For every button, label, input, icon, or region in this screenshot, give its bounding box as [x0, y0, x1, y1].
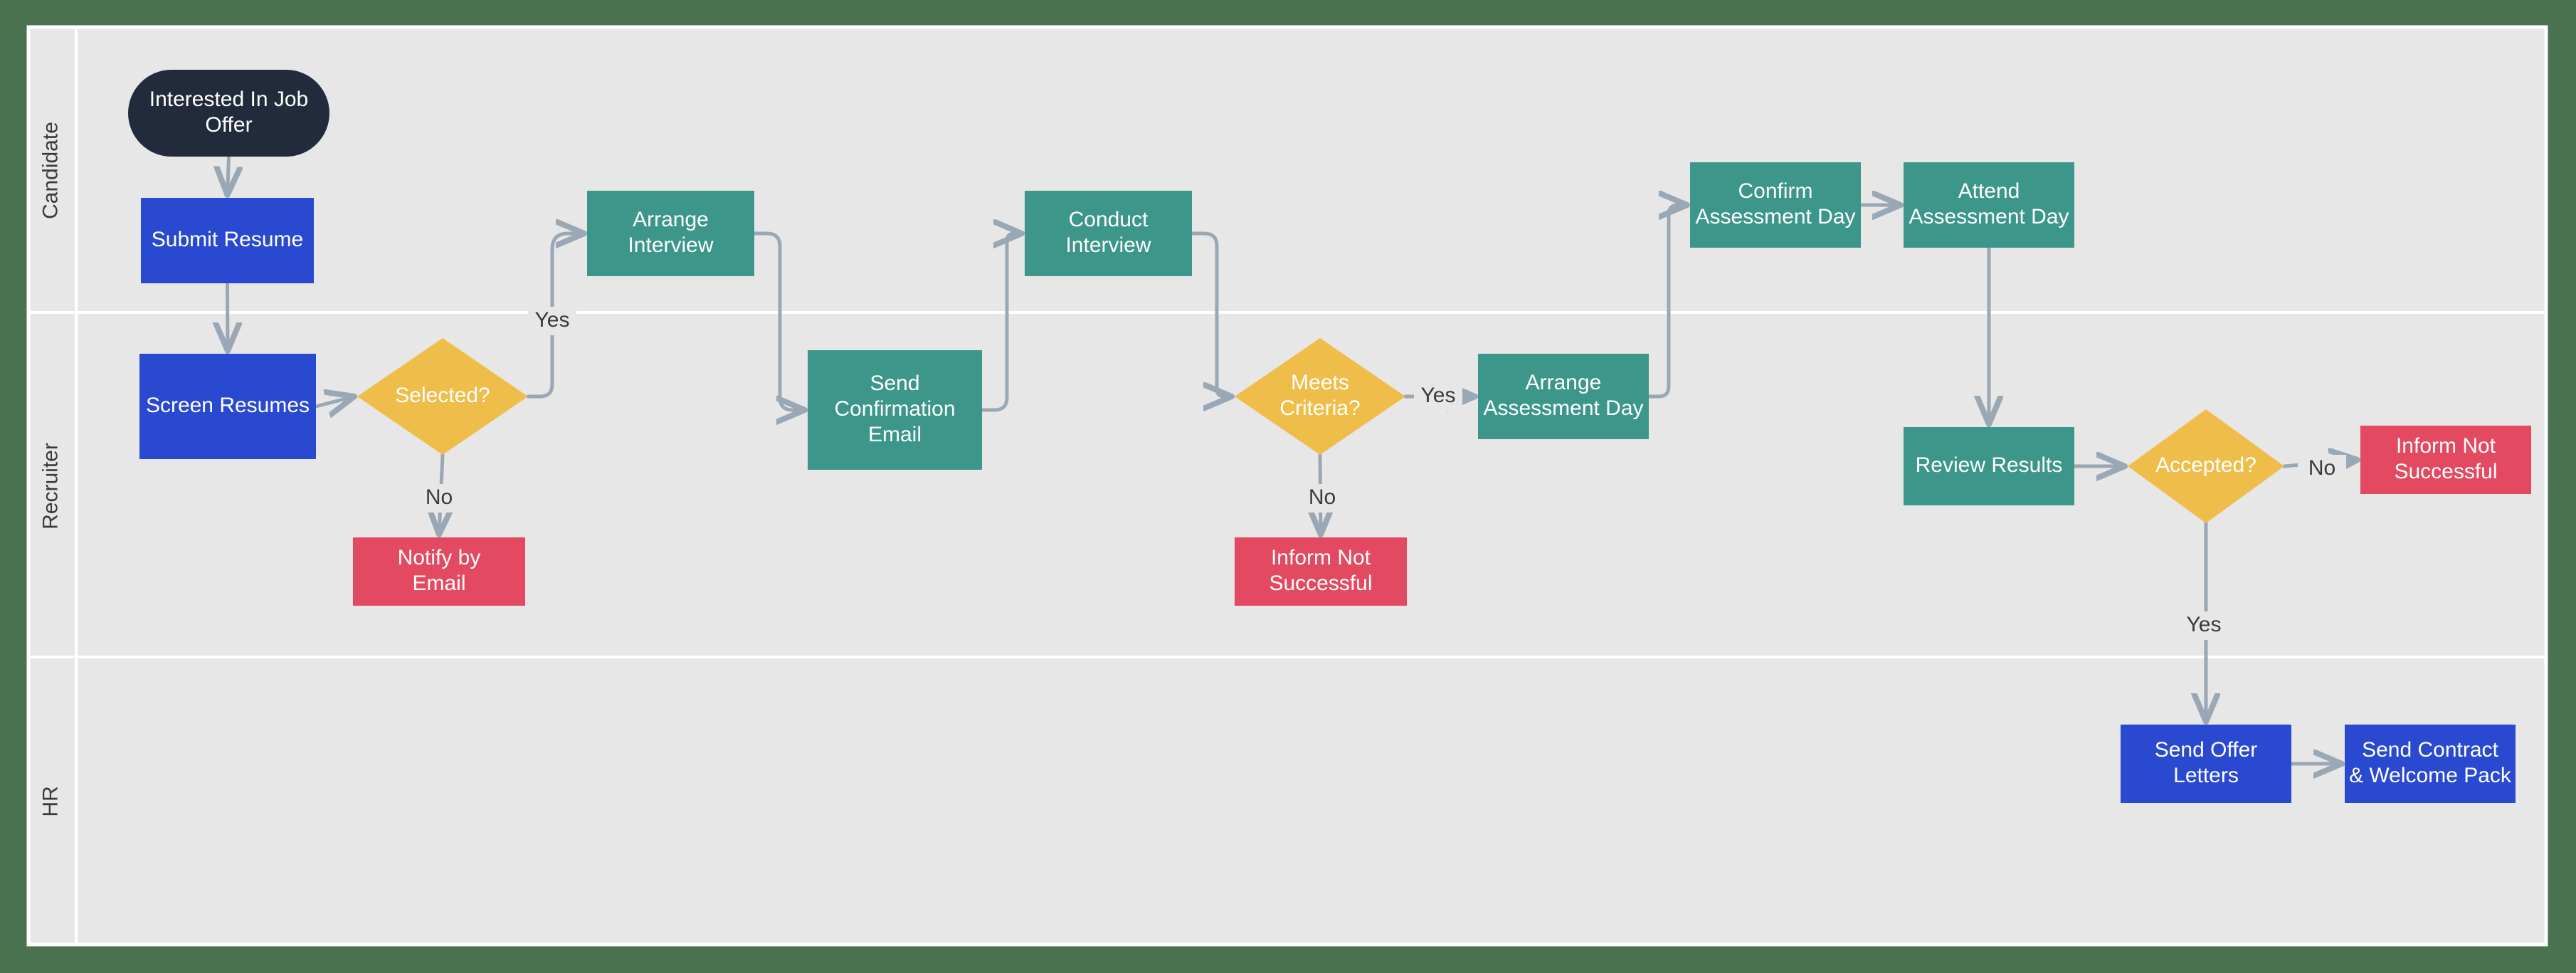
connector-e-conduct-to-meets	[1190, 231, 1232, 396]
swimlane-header-hr	[28, 658, 75, 945]
node-label-submit-resume: Submit Resume	[152, 228, 303, 251]
node-shape-rect	[1904, 427, 2074, 505]
swimlane-candidate: Candidate	[28, 27, 2546, 314]
node-shape-rect	[2345, 725, 2516, 803]
edge-label-bg	[1298, 484, 1346, 512]
edge-label-bg	[2298, 455, 2346, 483]
node-shape-diamond	[1235, 338, 1405, 455]
edge-label-bg	[528, 307, 576, 335]
node-label-review-results: Review Results	[1916, 453, 2063, 477]
node-shape-rect	[587, 191, 754, 276]
swimlane-label-recruiter: Recruiter	[38, 443, 62, 530]
node-shape-pill	[128, 70, 329, 157]
node-review-results[interactable]: Review Results	[1904, 427, 2074, 505]
connector-e-arrange-assess-to-confirm	[1647, 205, 1687, 399]
edge-label-accepted-yes: Yes	[2187, 613, 2222, 636]
swimlane-label-candidate: Candidate	[38, 122, 62, 219]
edge-label-meets-yes: Yes	[1421, 384, 1456, 407]
edge-label-bg	[1414, 382, 1462, 411]
node-label-selected: Selected?	[395, 384, 490, 407]
node-shape-rect	[1690, 162, 1861, 248]
swimlane-label-hr: HR	[38, 786, 62, 816]
edge-label-bg	[2180, 611, 2228, 640]
node-shape-diamond	[2128, 409, 2284, 523]
node-shape-rect	[353, 537, 525, 606]
node-selected[interactable]: Selected?	[357, 338, 528, 455]
node-shape-rect	[2360, 426, 2531, 494]
node-shape-rect	[1478, 354, 1649, 439]
edge-label-selected-no: No	[426, 485, 453, 509]
node-shape-rect	[141, 198, 314, 283]
connector-e-arrange-to-confirmation	[752, 231, 805, 410]
node-accepted[interactable]: Accepted?	[2128, 409, 2284, 523]
connector-e-screen-to-selected	[314, 396, 354, 406]
node-label-send-contract-welcome-pack: Send Contract& Welcome Pack	[2349, 738, 2512, 787]
node-shape-rect	[1025, 191, 1192, 276]
connector-e-interested-to-submit	[228, 154, 229, 195]
edge-label-accepted-no: No	[2308, 456, 2335, 480]
swimlane-header-candidate	[28, 27, 75, 314]
node-shape-rect	[2121, 725, 2291, 803]
swimlane-frame	[26, 25, 2548, 947]
connector-e-confirmation-to-conduct	[980, 233, 1022, 412]
node-label-accepted: Accepted?	[2155, 453, 2256, 477]
edge-label-selected-yes: Yes	[535, 308, 570, 332]
node-send-contract-welcome-pack[interactable]: Send Contract& Welcome Pack	[2345, 725, 2516, 803]
edge-label-meets-no: No	[1309, 485, 1336, 509]
node-shape-rect	[1904, 162, 2074, 248]
node-screen-resumes[interactable]: Screen Resumes	[139, 354, 316, 459]
node-submit-resume[interactable]: Submit Resume	[141, 198, 314, 283]
node-shape-diamond	[357, 338, 528, 455]
node-shape-rect	[1235, 537, 1407, 606]
edge-label-bg	[415, 484, 463, 512]
node-shape-rect	[808, 350, 982, 470]
swimlane-body-candidate	[78, 27, 2546, 314]
node-label-screen-resumes: Screen Resumes	[146, 394, 310, 417]
swimlane-header-recruiter	[28, 314, 75, 658]
node-shape-rect	[139, 354, 316, 459]
